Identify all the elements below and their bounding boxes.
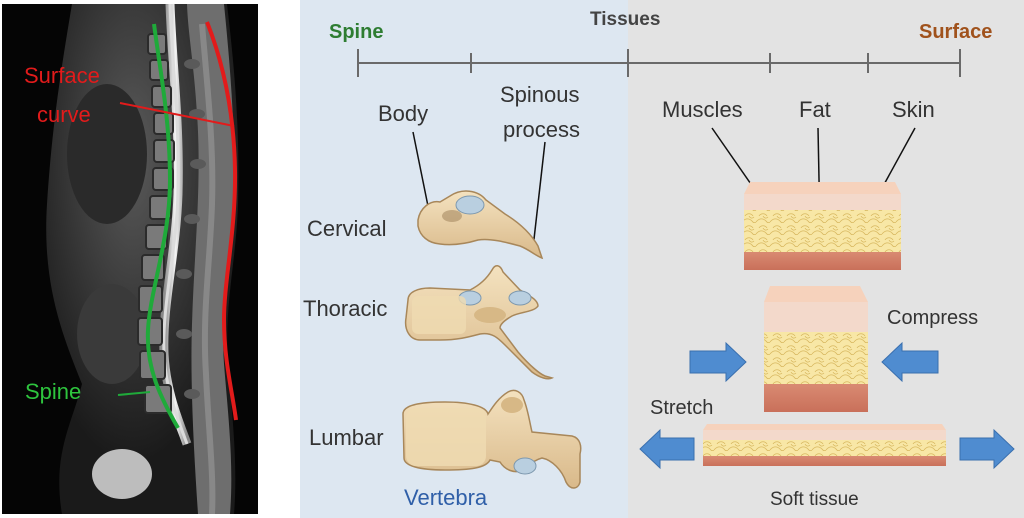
axis-center-label: Tissues [590,9,661,30]
axis-left-label: Spine [329,21,384,43]
stretch-arrow-left [639,428,695,470]
surface-curve-line [205,21,238,421]
cervical-label: Cervical [307,216,387,241]
cervical-vertebra [417,190,544,260]
tissue-block-normal [744,182,901,270]
compress-label: Compress [887,307,979,329]
spine-curve-line [145,23,180,429]
axis-right-label: Surface [919,21,993,43]
stretch-arrow-right [959,428,1015,470]
tissue-block-compressed [764,286,868,412]
vertebra-caption: Vertebra [404,485,488,510]
thoracic-label: Thoracic [303,296,388,321]
spine-pointer-line [117,391,151,396]
compress-arrow-right [881,341,939,383]
surface-pointer-line [119,102,235,127]
surface-curve-label-line1: Surface [24,63,100,88]
tissue-axis [357,49,961,77]
surface-curve-label-line2: curve [37,102,91,127]
stretch-label: Stretch [650,397,714,419]
spinous-label-line2: process [503,117,581,142]
soft-tissue-caption: Soft tissue [770,489,859,510]
fat-label: Fat [799,97,831,122]
muscles-label: Muscles [662,97,743,122]
mri-image [2,4,258,514]
lumbar-label: Lumbar [309,425,384,450]
lumbar-vertebra [402,389,582,489]
spinous-label-line1: Spinous [500,82,580,107]
thoracic-vertebra [404,265,555,380]
body-label: Body [378,101,429,126]
compress-arrow-left [689,341,747,383]
skin-label: Skin [892,97,935,122]
tissue-block-stretched [703,424,946,466]
spine-label: Spine [25,379,82,404]
